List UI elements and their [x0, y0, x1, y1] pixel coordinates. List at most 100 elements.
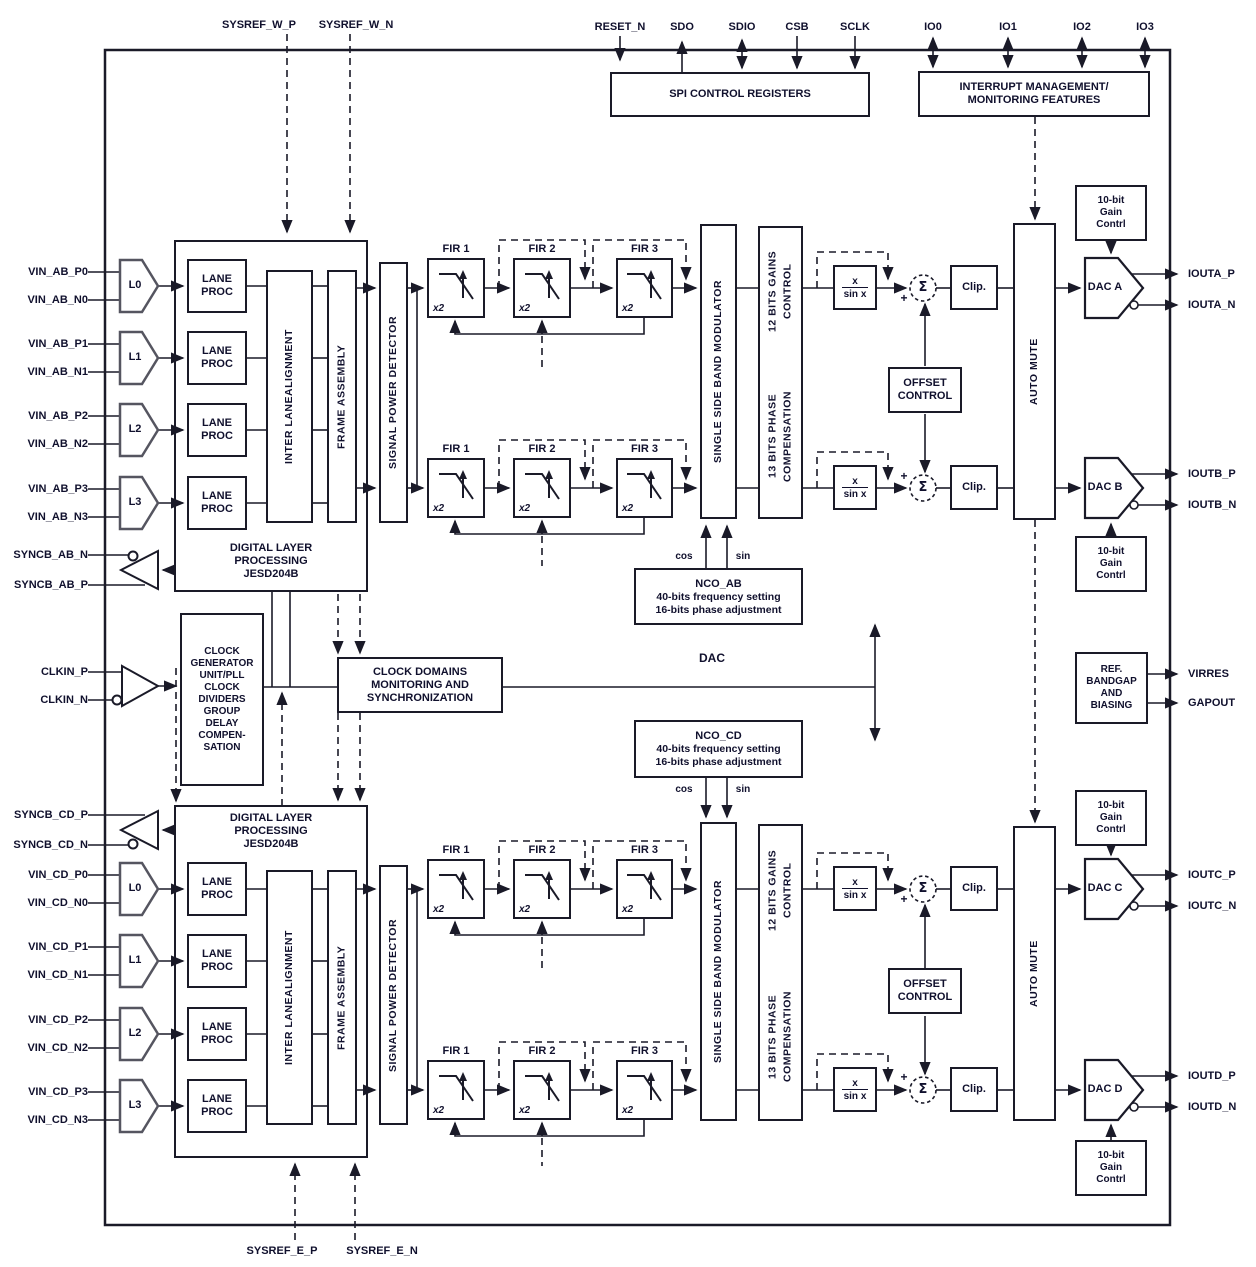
pin-ioutd-p: IOUTD_P	[1188, 1070, 1236, 1082]
digital-layer-line2: PROCESSING	[234, 555, 308, 567]
sum-node-b	[909, 474, 937, 502]
lane-proc-label: LANE PROC	[201, 1021, 233, 1046]
clkin-buffer	[121, 664, 161, 708]
auto-mute-label: AUTO MUTE	[1028, 338, 1040, 405]
clkgen-line: UNIT/PLL	[199, 669, 245, 681]
lane-proc-label: LANE PROC	[201, 876, 233, 901]
lane-proc-label: LANE PROC	[201, 273, 233, 298]
lane-proc-cd-1: LANE PROC	[187, 934, 247, 988]
lane-buffers	[118, 258, 160, 1134]
inversion-bubble	[127, 838, 139, 850]
digital-layer-line1: DIGITAL LAYER	[229, 812, 313, 824]
buffer-l0-label: L0	[128, 279, 142, 291]
x2-label: x2	[433, 303, 445, 314]
gain-line1: 10-bit	[1097, 1150, 1125, 1161]
gain-line1: 10-bit	[1097, 546, 1125, 557]
io-buffers	[111, 549, 161, 851]
frame-assembly-label: FRAME ASSEMBLY	[335, 344, 348, 449]
offset-control-lower: OFFSET CONTROL	[888, 968, 962, 1014]
digital-layer-line3: JESD204B	[243, 838, 299, 850]
pin-ioutb-n: IOUTB_N	[1188, 499, 1237, 511]
spd-label: SIGNAL POWER DETECTOR	[387, 315, 399, 470]
pin-sysref-e-p: SYSREF_E_P	[246, 1245, 318, 1257]
nco-line2: 16-bits phase adjustment	[655, 756, 782, 768]
pin-vin-ab-n1: VIN_AB_N1	[27, 366, 88, 378]
sum-d-symbol: Σ	[918, 1082, 928, 1097]
inter-lane-label-1: INTER LANE	[283, 395, 295, 464]
pin-ioutb-p: IOUTB_P	[1188, 468, 1236, 480]
clkgen-line: SATION	[203, 741, 241, 753]
fir2-b-block: x2	[513, 458, 571, 518]
digital-layer-line3: JESD204B	[243, 568, 299, 580]
spi-label: SPI CONTROL REGISTERS	[669, 88, 811, 100]
plus-sign: +	[900, 1070, 908, 1084]
digital-layer-ab-block	[174, 240, 368, 592]
fraction-denominator: sin x	[841, 1088, 869, 1102]
pin-vin-cd-p0: VIN_CD_P0	[28, 869, 88, 881]
digital-layer-ab-title: DIGITAL LAYER PROCESSING JESD204B	[176, 542, 366, 581]
buffer-l3-ab	[118, 475, 160, 531]
fraction-numerator: x	[852, 275, 858, 287]
sin-label: sin	[735, 551, 751, 562]
pin-io2: IO2	[1073, 21, 1091, 33]
gain-line2: Gain	[1099, 812, 1123, 823]
auto-mute-upper: AUTO MUTE	[1013, 223, 1056, 520]
pin-ioutd-n: IOUTD_N	[1188, 1101, 1237, 1113]
clkgen-line: CLOCK	[204, 681, 240, 693]
clip-label: Clip.	[962, 1083, 986, 1095]
buffer-l3-label: L3	[128, 1099, 142, 1111]
pin-sysref-e-n: SYSREF_E_N	[346, 1245, 418, 1257]
nco-line1: 40-bits frequency setting	[656, 743, 781, 755]
clock-generator-block: CLOCK GENERATOR UNIT/PLL CLOCK DIVIDERS …	[180, 613, 264, 786]
nco-ab-title: NCO_AB	[695, 577, 742, 590]
summers	[909, 274, 937, 1104]
pin-vin-cd-n3: VIN_CD_N3	[27, 1114, 88, 1126]
ref-line1: REF.	[1100, 664, 1123, 675]
filter-response-icon	[439, 1072, 474, 1102]
buffer-l3-cd	[118, 1078, 160, 1134]
buffer-l2-label: L2	[128, 423, 142, 435]
fir1-d-label: FIR 1	[442, 1045, 470, 1057]
offset-control-label: OFFSET CONTROL	[897, 978, 953, 1003]
fir1-a-label: FIR 1	[442, 243, 470, 255]
nco-cd-title: NCO_CD	[695, 730, 742, 742]
nco-line1: 40-bits frequency setting	[656, 590, 781, 603]
frame-assembly-ab: FRAME ASSEMBLY	[327, 270, 357, 523]
pin-vin-cd-p3: VIN_CD_P3	[28, 1086, 88, 1098]
lane-proc-label: LANE PROC	[201, 417, 233, 442]
inversion-bubble	[127, 550, 139, 562]
filter-response-icon	[439, 270, 474, 300]
gain-line3: Contrl	[1096, 824, 1126, 835]
plus-sign: +	[900, 469, 908, 483]
x2-label: x2	[622, 1105, 634, 1116]
pin-csb: CSB	[785, 21, 809, 33]
filter-response-icon	[627, 1072, 662, 1102]
inversion-bubble	[1129, 901, 1139, 911]
pin-vin-cd-p2: VIN_CD_P2	[28, 1014, 88, 1026]
fir2-d-block: x2	[513, 1060, 571, 1120]
pin-vin-ab-p2: VIN_AB_P2	[28, 410, 88, 422]
dac-a-label: DAC A	[1087, 281, 1123, 293]
filter-response-icon	[525, 1072, 560, 1102]
fir3-d-block: x2	[616, 1060, 673, 1120]
buffer-l2-cd	[118, 1006, 160, 1062]
gain-line1: 10-bit	[1097, 195, 1125, 206]
lane-proc-label: LANE PROC	[201, 1093, 233, 1118]
pin-vin-ab-p0: VIN_AB_P0	[28, 266, 88, 278]
pin-vin-cd-n0: VIN_CD_N0	[27, 897, 88, 909]
fraction-denominator: sin x	[841, 486, 869, 500]
phase-comp-label-1: 13 BITS PHASE COMPENSATION	[766, 390, 794, 482]
clock-domains-block: CLOCK DOMAINS MONITORING AND SYNCHRONIZA…	[337, 657, 503, 713]
buffer-l0-cd	[118, 861, 160, 917]
clip-b: Clip.	[950, 465, 998, 510]
fir3-a-block: x2	[616, 258, 673, 318]
buffer-l1-cd	[118, 933, 160, 989]
x2-label: x2	[433, 1105, 445, 1116]
lane-proc-label: LANE PROC	[201, 490, 233, 515]
lane-proc-cd-2: LANE PROC	[187, 1007, 247, 1061]
ref-line3: AND	[1100, 688, 1123, 699]
fir3-d-label: FIR 3	[631, 1045, 658, 1057]
